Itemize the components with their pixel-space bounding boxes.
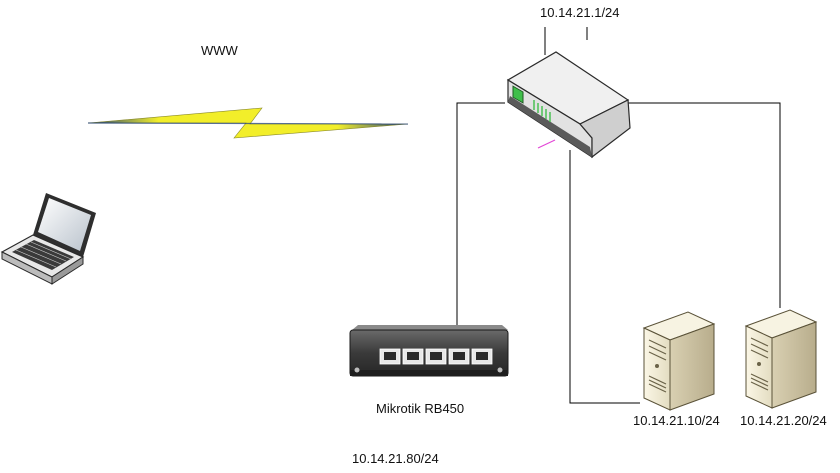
mikrotik-ip-label: 10.14.21.80/24 — [352, 451, 439, 466]
internet-label: WWW — [201, 43, 238, 58]
ethernet-switch-icon — [349, 325, 509, 377]
server-tower-icon — [744, 309, 818, 409]
laptop-icon — [0, 193, 96, 285]
server-tower-icon — [642, 311, 716, 411]
router-subnet-label: 10.14.21.1/24 — [540, 5, 620, 20]
link-router-mikrotik — [456, 102, 505, 350]
link-router-server1 — [569, 150, 640, 404]
server2-ip-label: 10.14.21.20/24 — [740, 413, 827, 428]
lightning-bolt-icon — [87, 107, 409, 139]
link-router-server2 — [580, 102, 781, 308]
ethernet-ports — [379, 348, 493, 365]
connection-lines — [456, 27, 781, 404]
mikrotik-name-label: Mikrotik RB450 — [376, 401, 465, 416]
server1-ip-label: 10.14.21.10/24 — [633, 413, 720, 428]
router-icon — [506, 51, 631, 159]
